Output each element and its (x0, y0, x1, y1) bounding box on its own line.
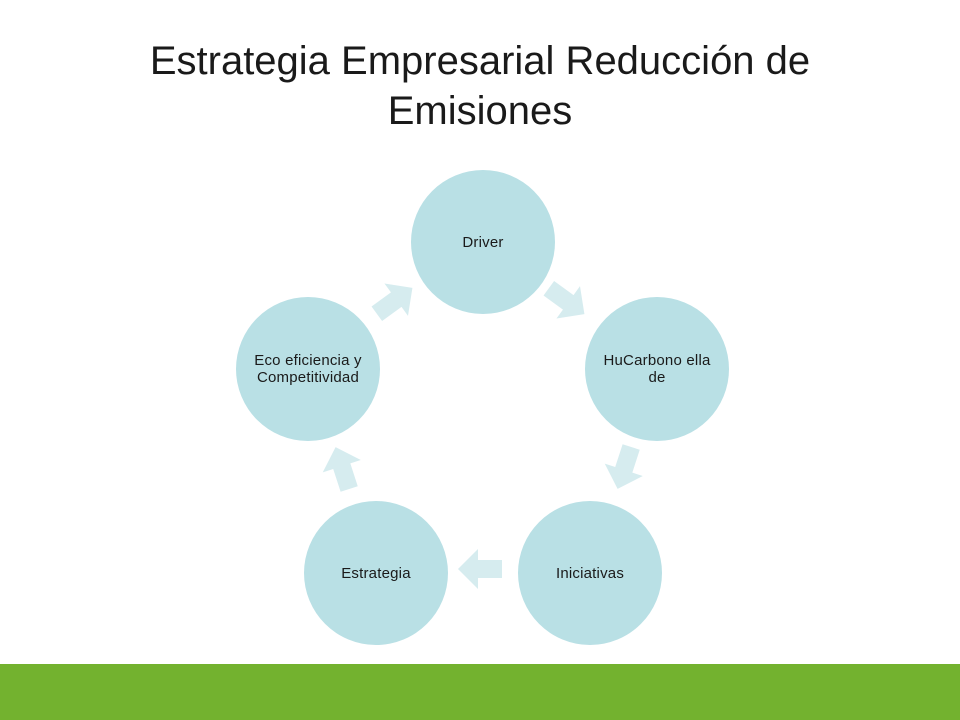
cycle-node-label: Iniciativas (555, 564, 625, 582)
cycle-node-label: Eco eficiencia y Competitividad (254, 352, 362, 386)
cycle-node-label: Driver (462, 233, 504, 251)
cycle-node-iniciativas: Iniciativas (518, 501, 662, 645)
arrow-hucarbono-to-iniciativas (604, 444, 643, 489)
arrow-eco-to-driver (371, 283, 413, 322)
slide-title: Estrategia Empresarial Reducción de Emis… (149, 39, 811, 133)
arrow-estrategia-to-eco (322, 447, 361, 492)
footer-bar (0, 664, 960, 720)
cycle-node-label: HuCarbono ella de (603, 352, 711, 386)
cycle-node-driver: Driver (411, 170, 555, 314)
cycle-node-label: Estrategia (341, 564, 411, 582)
cycle-node-hucarbono: HuCarbono ella de (585, 297, 729, 441)
arrow-iniciativas-to-estrategia (458, 549, 502, 589)
cycle-node-estrategia: Estrategia (304, 501, 448, 645)
cycle-node-eco-eficiencia: Eco eficiencia y Competitividad (236, 297, 380, 441)
arrow-driver-to-hucarbono (543, 280, 585, 319)
